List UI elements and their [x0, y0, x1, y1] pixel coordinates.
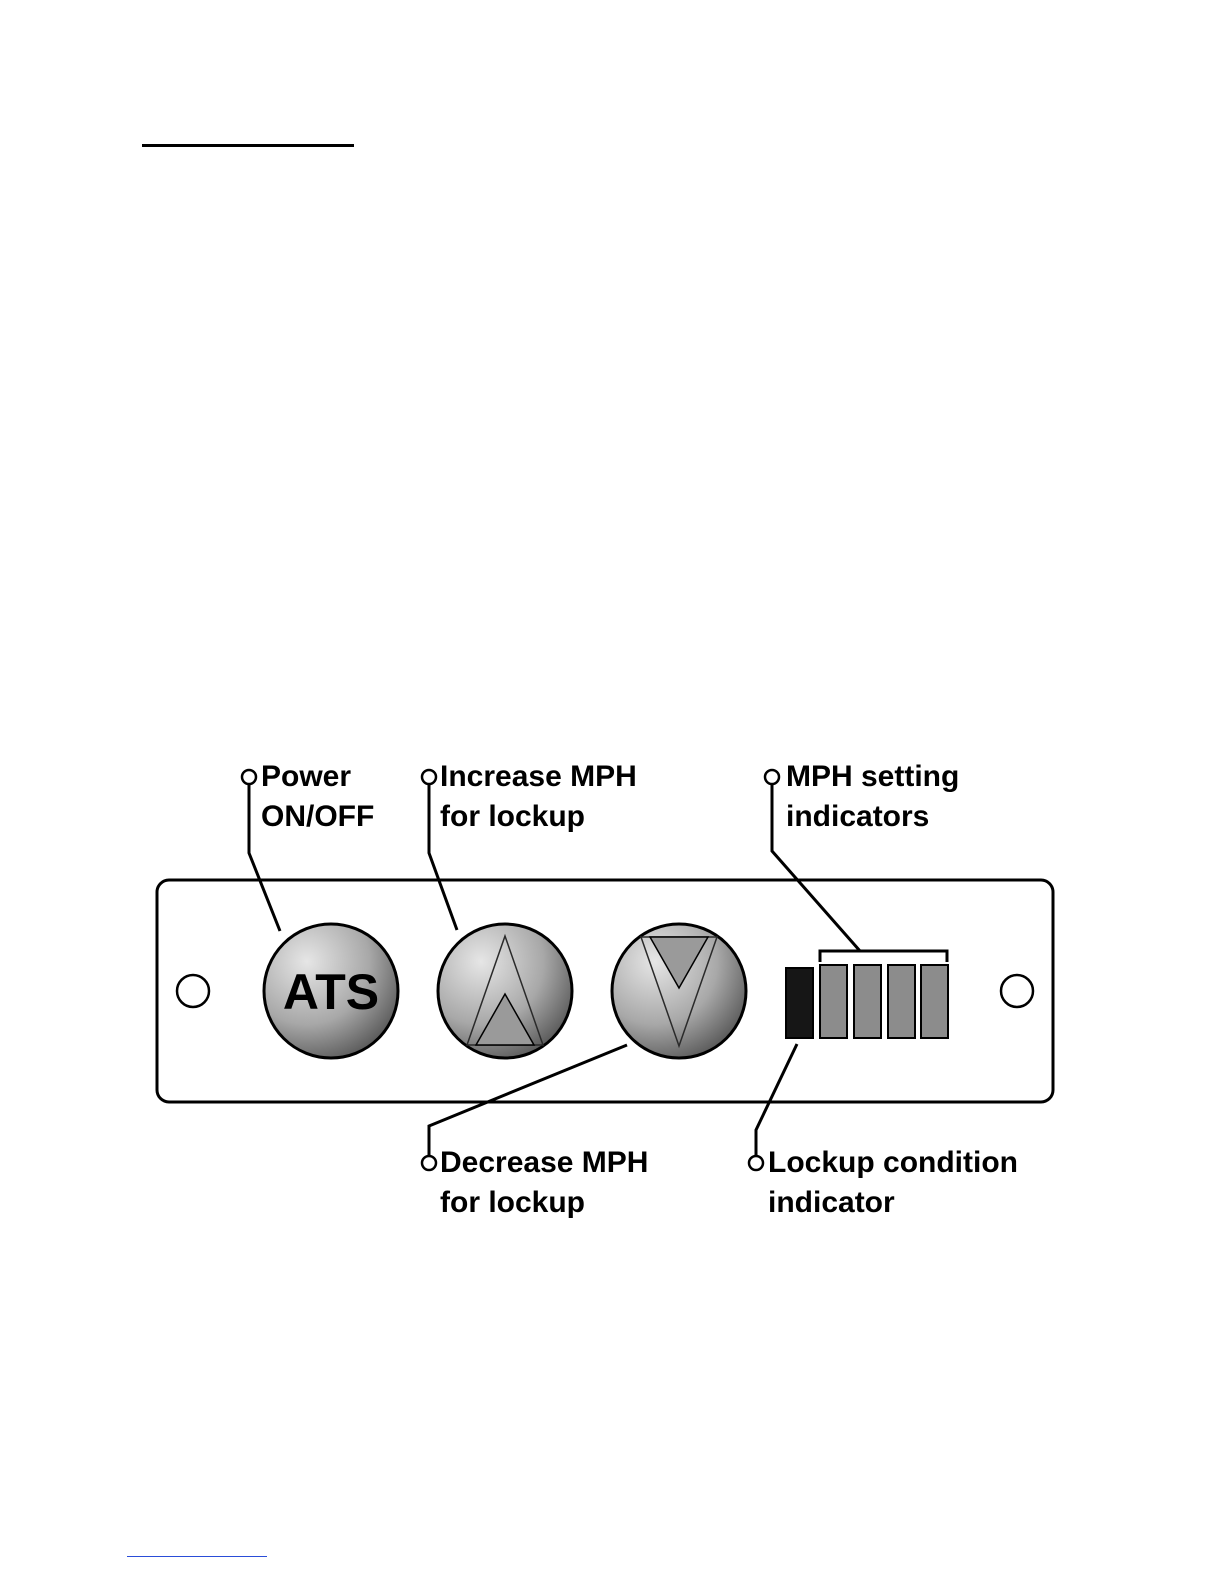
increase-mph-button[interactable]: [438, 924, 572, 1058]
callout-mph-indicators-label: MPH setting indicators: [786, 757, 959, 837]
decrease-mph-button[interactable]: [612, 924, 746, 1058]
callout-increase-label: Increase MPH for lockup: [440, 757, 637, 837]
callout-mph-indicators-line2: indicators: [786, 797, 959, 837]
callout-decrease-line2: for lockup: [440, 1183, 648, 1223]
callout-power-label: Power ON/OFF: [261, 757, 374, 837]
callout-lockup-indicator-line1: Lockup condition: [768, 1143, 1018, 1183]
callout-decrease-label: Decrease MPH for lockup: [440, 1143, 648, 1223]
mph-indicator-segment: [888, 965, 915, 1038]
mounting-hole-right: [1001, 975, 1033, 1007]
footnote-link-underline[interactable]: [127, 1556, 267, 1557]
mounting-hole-left: [177, 975, 209, 1007]
lockup-indicator-led: [786, 968, 813, 1038]
callout-power-line1: Power: [261, 757, 374, 797]
callout-increase-line2: for lockup: [440, 797, 637, 837]
callout-decrease-line1: Decrease MPH: [440, 1143, 648, 1183]
callout-mph-indicators-line1: MPH setting: [786, 757, 959, 797]
power-button-label: ATS: [283, 964, 379, 1020]
mph-indicator-segment: [921, 965, 948, 1038]
power-button[interactable]: ATS: [264, 924, 398, 1058]
mph-indicator-segment: [820, 965, 847, 1038]
callout-lockup-indicator-label: Lockup condition indicator: [768, 1143, 1018, 1223]
callout-lockup-indicator-line2: indicator: [768, 1183, 1018, 1223]
callout-power-line2: ON/OFF: [261, 797, 374, 837]
mph-indicator-segment: [854, 965, 881, 1038]
callout-increase-line1: Increase MPH: [440, 757, 637, 797]
